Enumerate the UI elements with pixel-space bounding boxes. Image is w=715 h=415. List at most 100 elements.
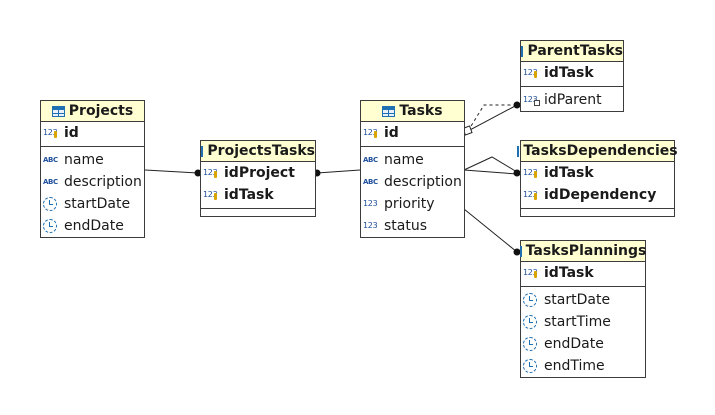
- column-name: idDependency: [544, 187, 657, 203]
- column-row[interactable]: startDate: [521, 289, 645, 311]
- column-row[interactable]: ABC description: [361, 171, 464, 193]
- column-name: idTask: [544, 265, 594, 281]
- entity-title: Tasks: [399, 103, 443, 119]
- parenttasks-fk-end-dot: [513, 101, 521, 109]
- entity-title: TasksPlannings: [525, 243, 647, 259]
- table-icon: [517, 145, 520, 157]
- clock-icon: [523, 293, 537, 307]
- column-name: idTask: [544, 165, 594, 181]
- clock-icon: [43, 219, 57, 233]
- column-row[interactable]: 123 status: [361, 215, 464, 237]
- column-name: startTime: [544, 314, 611, 330]
- empty-section: [521, 211, 674, 216]
- table-icon: [382, 105, 396, 117]
- entity-header: Projects: [41, 101, 144, 122]
- column-name: endDate: [544, 336, 604, 352]
- tasks-to-tasksdependencies-link: [463, 156, 518, 173]
- tasksplannings-fk-end-dot: [513, 248, 521, 256]
- number-key-icon: 123: [523, 266, 541, 280]
- column-name: endDate: [64, 218, 124, 234]
- column-name: name: [64, 152, 104, 168]
- entity-header: TasksDependencies: [517, 141, 678, 162]
- clock-icon: [43, 197, 57, 211]
- text-icon: ABC: [43, 178, 58, 186]
- text-icon: ABC: [43, 156, 58, 164]
- tasks-to-tasksdependencies-link-2: [463, 169, 518, 175]
- column-row[interactable]: endDate: [41, 215, 144, 237]
- number-key-icon: 123: [523, 66, 541, 80]
- projects-to-projectstasks-link: [144, 169, 199, 174]
- column-name: startDate: [544, 292, 611, 308]
- entity-header: TasksPlannings: [519, 241, 647, 262]
- tasks-to-parenttasks-optional-link: [467, 104, 517, 132]
- clock-icon: [523, 359, 537, 373]
- number-key-icon: 123: [43, 126, 61, 140]
- entity-header: Tasks: [361, 101, 464, 122]
- column-row[interactable]: startDate: [41, 193, 144, 215]
- empty-section: [201, 211, 315, 216]
- text-icon: ABC: [363, 178, 378, 186]
- column-row[interactable]: ABC name: [41, 149, 144, 171]
- text-icon: ABC: [363, 156, 378, 164]
- table-icon: [519, 245, 522, 257]
- tasksdependencies-fk-end-dot: [513, 169, 521, 177]
- projectstasks-fk-end-dot: [194, 169, 202, 177]
- table-icon: [521, 45, 524, 57]
- column-name: idProject: [224, 165, 295, 181]
- attribute-columns: [201, 209, 315, 216]
- tasks-to-tasksplannings-link: [463, 208, 518, 253]
- column-name: startDate: [64, 196, 131, 212]
- table-icon: [51, 105, 65, 117]
- tasks-to-projectstasks-link: [316, 169, 361, 174]
- column-name: idTask: [224, 187, 274, 203]
- column-row[interactable]: endDate: [521, 333, 645, 355]
- number-fk-icon: 123: [523, 93, 541, 107]
- number-key-icon: 123: [203, 166, 221, 180]
- column-name: status: [384, 218, 428, 234]
- number-key-icon: 123: [203, 188, 221, 202]
- column-name: id: [384, 125, 399, 141]
- entity-header: ParentTasks: [521, 41, 623, 62]
- table-icon: [201, 145, 204, 157]
- number-key-icon: 123: [523, 188, 541, 202]
- column-name: idParent: [544, 92, 602, 108]
- entity-title: ParentTasks: [527, 43, 623, 59]
- entity-title: ProjectsTasks: [207, 143, 315, 159]
- column-name: description: [384, 174, 462, 190]
- column-name: name: [384, 152, 424, 168]
- column-name: priority: [384, 196, 435, 212]
- column-name: endTime: [544, 358, 605, 374]
- column-row[interactable]: ABC name: [361, 149, 464, 171]
- entity-header: ProjectsTasks: [201, 141, 315, 162]
- column-row[interactable]: endTime: [521, 355, 645, 377]
- column-row[interactable]: startTime: [521, 311, 645, 333]
- number-icon: 123: [363, 221, 378, 230]
- column-name: id: [64, 125, 79, 141]
- column-name: idTask: [544, 65, 594, 81]
